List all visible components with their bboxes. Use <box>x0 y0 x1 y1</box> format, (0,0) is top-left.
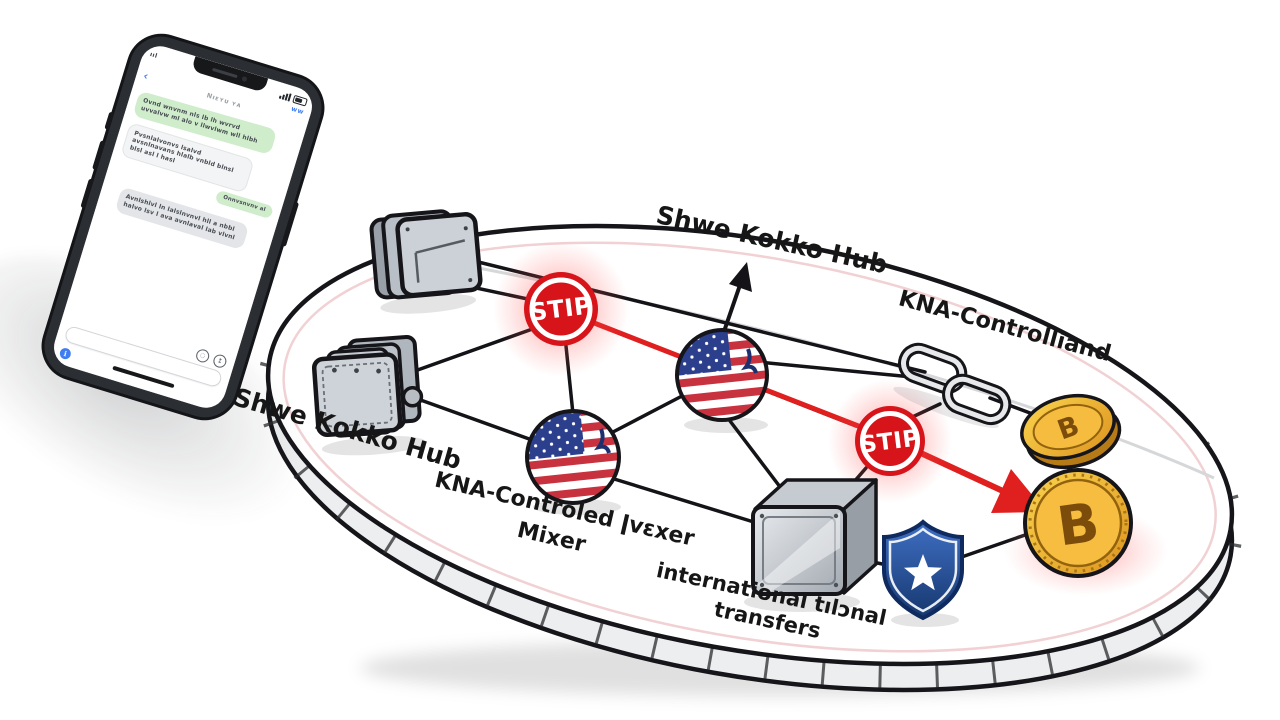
flag-smudge <box>594 428 611 454</box>
coin-inner <box>1032 403 1104 451</box>
chain-link-icon <box>893 342 1012 429</box>
stop-ring <box>860 411 920 471</box>
coin-symbol: B <box>1053 490 1103 558</box>
us-flag-sphere-center <box>675 328 769 433</box>
wallet-stitching <box>321 361 393 428</box>
sticker-icon[interactable]: ◌ <box>194 347 211 365</box>
bitcoin-coin-small: B <box>1020 393 1122 469</box>
hub-arrowhead <box>729 262 752 292</box>
edge-flag2-safe <box>609 476 759 525</box>
shield-trim <box>888 527 958 613</box>
edge-flag2-flag1 <box>611 394 684 434</box>
battery-icon <box>292 94 309 107</box>
speaker-icon <box>211 67 238 79</box>
shield-icon <box>882 519 964 627</box>
wallet-icon-top <box>369 209 483 314</box>
flag-smudge <box>741 348 758 374</box>
stop-sign-1: STIP <box>493 241 629 377</box>
wallet-icon-left <box>311 335 426 456</box>
edge-flag1-chain <box>756 360 924 380</box>
stop-ring <box>529 277 593 341</box>
stop-disc <box>524 272 598 346</box>
platform-rim-segments <box>257 228 1243 688</box>
wallet-shadow <box>321 435 426 456</box>
wallet-front <box>311 352 403 438</box>
message-bubble-outgoing-short: Onnvsnvnv al <box>214 189 274 220</box>
wallet-front <box>395 212 483 298</box>
carrier-text: ııl <box>149 50 159 60</box>
send-icon[interactable]: ↥ <box>211 353 229 370</box>
shield-star <box>904 554 942 591</box>
wallet-knob <box>401 386 424 408</box>
bitcoin-coin-big: B <box>1004 468 1168 596</box>
stop-disc <box>855 406 925 476</box>
stop-sign-2: STIP <box>828 379 952 503</box>
safe-front <box>751 505 847 596</box>
coin-ring-marks <box>1028 473 1128 573</box>
safe-panel <box>762 516 836 585</box>
safe-box-icon <box>744 478 878 612</box>
platform-inner-line <box>282 241 1217 653</box>
coin-inner <box>1033 478 1123 568</box>
chain-link-hi <box>945 376 1009 423</box>
wallet-slot <box>414 239 466 283</box>
signal-icon <box>278 90 292 102</box>
camera-icon <box>241 75 248 83</box>
edge-wallet2-flag2 <box>413 396 534 442</box>
safe-highlight <box>757 512 840 592</box>
us-flag-sphere-left <box>525 409 621 515</box>
flag-outline <box>525 409 621 505</box>
flag-outline <box>675 328 769 422</box>
